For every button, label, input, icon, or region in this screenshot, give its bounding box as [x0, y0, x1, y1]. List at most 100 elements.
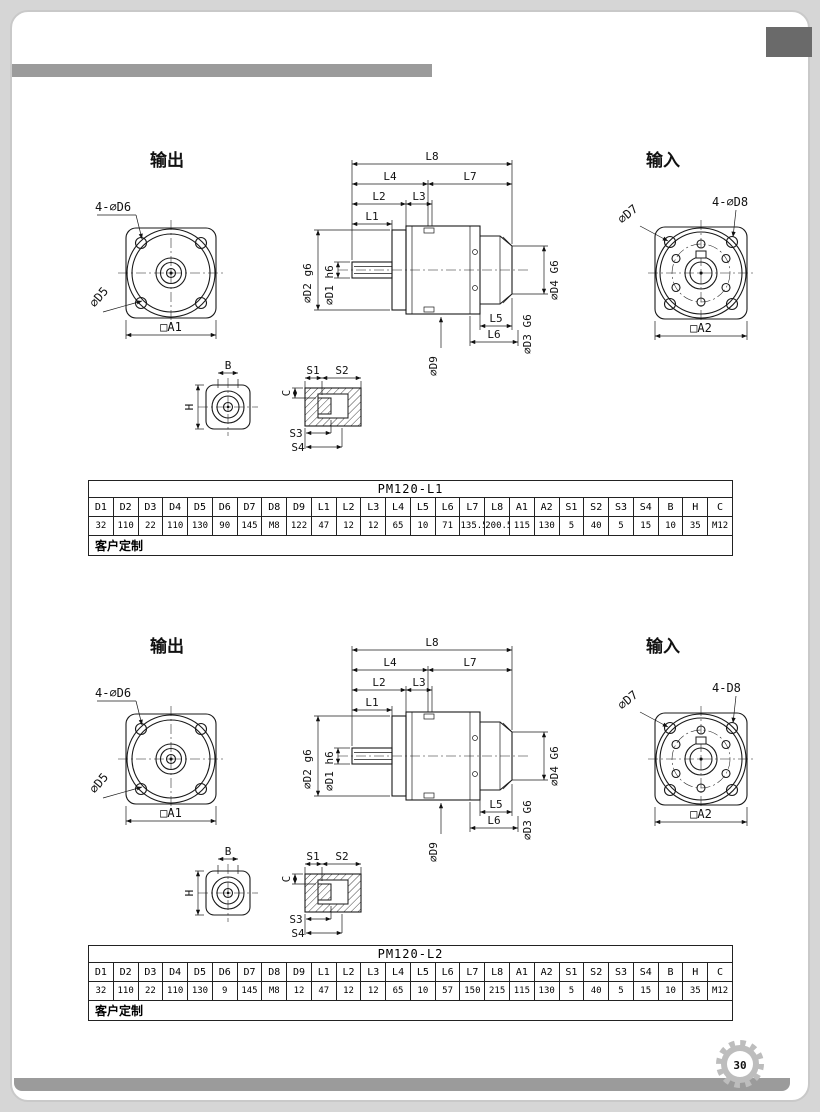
- col-header: C: [707, 497, 733, 517]
- col-header: L1: [310, 962, 337, 982]
- spec-value: 32: [88, 981, 114, 1001]
- spec-value: 65: [385, 981, 411, 1001]
- dim-l8: L8: [425, 636, 438, 649]
- input-label: 输入: [646, 150, 680, 171]
- front-flange-view: 4-∅D6 ∅D5 □A1: [87, 200, 224, 339]
- top-divider-bar: [12, 64, 432, 77]
- spec-value: 22: [137, 981, 164, 1001]
- col-header: S3: [608, 962, 634, 982]
- dim-l3: L3: [412, 190, 425, 203]
- spec-value: 10: [657, 516, 684, 536]
- dim-s3: S3: [289, 427, 302, 440]
- dim-l5: L5: [489, 312, 502, 325]
- page-number-badge: 30: [714, 1038, 766, 1090]
- rear-d7-label: ∅D7: [615, 202, 641, 227]
- rear-flange-view: ∅D7 4-D8 □A2: [615, 681, 754, 826]
- dim-c: C: [280, 390, 293, 397]
- spec-value: 35: [682, 981, 709, 1001]
- col-header: C: [707, 962, 733, 982]
- col-header: D5: [187, 497, 213, 517]
- col-header: S2: [583, 497, 610, 517]
- spec-value: M12: [707, 981, 733, 1001]
- col-header: S3: [608, 497, 634, 517]
- dim-l7: L7: [463, 656, 476, 669]
- rear-holes-label: 4-D8: [712, 681, 741, 695]
- dim-l4: L4: [383, 656, 397, 669]
- col-header: D8: [261, 497, 288, 517]
- dim-l8: L8: [425, 150, 438, 163]
- col-header: L7: [459, 962, 486, 982]
- col-header: L5: [409, 962, 436, 982]
- col-header: A1: [509, 497, 535, 517]
- spec-value: 115: [509, 981, 535, 1001]
- spec-value: 9: [211, 981, 238, 1001]
- col-header: D2: [112, 497, 139, 517]
- spec-value: 40: [583, 516, 610, 536]
- dim-s1: S1: [306, 850, 319, 863]
- col-header: D9: [286, 497, 312, 517]
- col-header: D9: [286, 962, 312, 982]
- side-view: L8 L4 L7 L2 L3 L1 ∅D2 g6 ∅D1 h6 ∅D9: [301, 636, 561, 862]
- spec-value: 150: [459, 981, 486, 1001]
- key-section-view: S1 S2 C S3 S4: [280, 850, 362, 940]
- output-label: 输出: [150, 150, 184, 171]
- spec-value: 47: [310, 981, 337, 1001]
- dim-d1: ∅D1 h6: [323, 751, 336, 791]
- dim-d2: ∅D2 g6: [301, 263, 314, 303]
- page-card: [10, 10, 810, 1102]
- front-a1-label: □A1: [160, 806, 182, 820]
- front-holes-label: 4-∅D6: [95, 200, 131, 214]
- dim-d9: ∅D9: [427, 842, 440, 862]
- col-header: S1: [558, 497, 585, 517]
- dim-d3: ∅D3 G6: [521, 314, 534, 354]
- col-header: D1: [88, 497, 114, 517]
- side-view: L8 L4 L7 L2 L3 L1 ∅D2 g6 ∅D1 h6 ∅D9: [301, 150, 561, 376]
- col-header: L1: [310, 497, 337, 517]
- drawing-section-1: 输出 输入 4-∅D6 ∅D5 □A1: [87, 150, 754, 454]
- col-header: L7: [459, 497, 486, 517]
- spec-value: 12: [360, 981, 387, 1001]
- col-header: B: [657, 962, 684, 982]
- spec-value: 22: [137, 516, 164, 536]
- dim-h: H: [183, 890, 196, 897]
- dim-b: B: [225, 359, 232, 372]
- spec-value: M8: [261, 981, 288, 1001]
- spec-value: 12: [286, 981, 312, 1001]
- spec-value: 130: [533, 981, 560, 1001]
- shaft-end-view: B H: [183, 845, 258, 922]
- spec-value: 145: [236, 981, 263, 1001]
- rear-flange-view: ∅D7 4-∅D8 □A2: [615, 195, 754, 340]
- front-d5-label: ∅D5: [87, 770, 112, 796]
- dim-s4: S4: [291, 927, 305, 940]
- col-header: B: [657, 497, 684, 517]
- spec-value: 5: [608, 516, 634, 536]
- dim-s3: S3: [289, 913, 302, 926]
- spec-value: 35: [682, 516, 709, 536]
- bottom-divider-bar: [14, 1078, 790, 1091]
- col-header: D5: [187, 962, 213, 982]
- col-header: S4: [632, 962, 659, 982]
- col-header: D1: [88, 962, 114, 982]
- spec-value: 130: [187, 516, 213, 536]
- spec-value: 5: [558, 516, 585, 536]
- col-header: L2: [335, 497, 362, 517]
- col-header: D3: [137, 497, 164, 517]
- dim-d4: ∅D4 G6: [548, 746, 561, 786]
- spec-value: 5: [608, 981, 634, 1001]
- spec-value: 110: [112, 981, 139, 1001]
- spec-value: 5: [558, 981, 585, 1001]
- col-header: L3: [360, 962, 387, 982]
- table-footer: 客户定制: [88, 535, 733, 556]
- col-header: D7: [236, 962, 263, 982]
- spec-value: 15: [632, 981, 659, 1001]
- dim-l5: L5: [489, 798, 502, 811]
- col-header: D7: [236, 497, 263, 517]
- spec-value: 65: [385, 516, 411, 536]
- table-title: PM120-L1: [88, 480, 733, 498]
- dim-l1: L1: [365, 696, 378, 709]
- spec-value: 135.5: [459, 516, 486, 536]
- spec-value: 110: [162, 516, 189, 536]
- col-header: L3: [360, 497, 387, 517]
